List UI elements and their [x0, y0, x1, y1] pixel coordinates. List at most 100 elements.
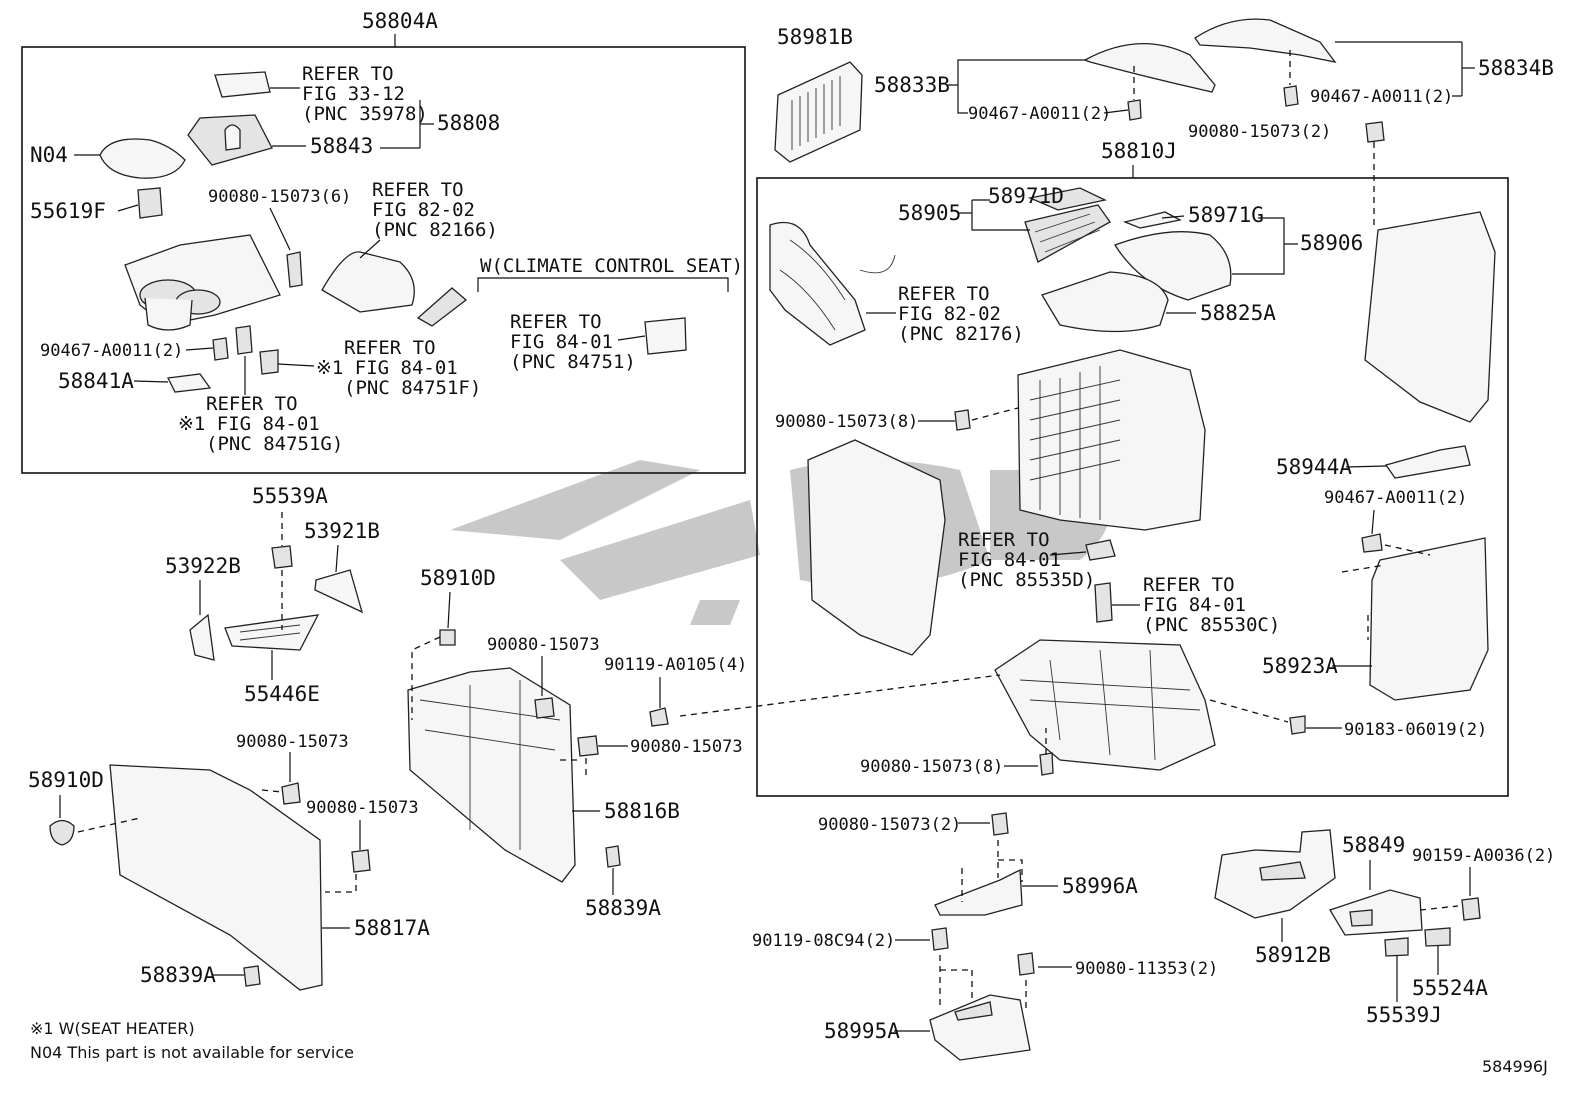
part-label-n04: N04 — [30, 143, 68, 167]
part-label-58841a: 58841A — [58, 369, 134, 393]
part-label-90467-right: 90467-A0011(2) — [1310, 87, 1453, 107]
part-label-90080-low1: 90080-15073 — [236, 732, 349, 752]
dash-58923a — [1341, 544, 1431, 640]
refer-84751f-line3: (PNC 84751F) — [344, 377, 481, 399]
leader-58971g — [1161, 215, 1185, 219]
refer-82176-line2: FIG 82-02 — [898, 303, 1001, 325]
leader-90467-mid — [1371, 509, 1375, 535]
group-frame-58804a — [21, 46, 746, 474]
part-label-55524a: 55524A — [1412, 976, 1488, 1000]
part-drawings-58810j — [769, 187, 1232, 776]
part-label-90467-left: 90467-A0011(2) — [40, 341, 183, 361]
part-label-58981b: 58981B — [777, 25, 853, 49]
part-label-90119-08c94: 90119-08C94(2) — [752, 931, 895, 951]
part-label-90183: 90183-06019(2) — [1344, 720, 1487, 740]
leader-58906 — [1232, 217, 1298, 275]
part-label-53922b: 53922B — [165, 554, 241, 578]
part-label-90080-11353: 90080-11353(2) — [1075, 959, 1218, 979]
part-label-90119-a0105: 90119-A0105(4) — [604, 655, 747, 675]
part-label-55539j: 55539J — [1366, 1003, 1442, 1027]
part-label-90080-2-top: 90080-15073(2) — [1188, 122, 1331, 142]
refer-85535d-line3: (PNC 85535D) — [958, 569, 1095, 591]
part-label-58905: 58905 — [898, 201, 961, 225]
refer-85535d-line1: REFER TO — [958, 529, 1050, 551]
part-label-58906: 58906 — [1300, 231, 1363, 255]
part-label-58996a: 58996A — [1062, 874, 1138, 898]
refer-85530c-line1: REFER TO — [1143, 574, 1235, 596]
part-label-58849: 58849 — [1342, 833, 1405, 857]
refer-35978-line1: REFER TO — [302, 63, 394, 85]
part-label-55619f: 55619F — [30, 199, 106, 223]
part-label-90080-mid2: 90080-15073 — [630, 737, 743, 757]
part-label-90080-low2: 90080-15073 — [306, 798, 419, 818]
refer-35978-line3: (PNC 35978) — [302, 103, 428, 125]
dash-58995a — [939, 955, 1027, 1010]
part-label-58839a-left: 58839A — [140, 963, 216, 987]
leader-90467-top — [1103, 109, 1129, 114]
leader-58841a — [133, 380, 169, 383]
refer-84751g-line2: ※1 FIG 84-01 — [178, 413, 320, 435]
refer-84751g-line1: REFER TO — [206, 393, 298, 415]
climate-bracket — [477, 277, 729, 292]
dash-90080-low2 — [261, 789, 357, 893]
dash-58996a — [961, 840, 1023, 902]
part-drawings-top-right — [774, 18, 1496, 735]
refer-82166-line3: (PNC 82166) — [372, 219, 498, 241]
refer-82166-line1: REFER TO — [372, 179, 464, 201]
leader-84751 — [617, 335, 646, 341]
part-label-58808: 58808 — [437, 111, 500, 135]
part-label-58839a-mid: 58839A — [585, 896, 661, 920]
part-label-58923a: 58923A — [1262, 654, 1338, 678]
leader-90467-left — [185, 347, 214, 351]
leader-58834b — [1335, 41, 1475, 97]
refer-85530c-line3: (PNC 85530C) — [1143, 614, 1280, 636]
part-label-55539a: 55539A — [252, 484, 328, 508]
part-label-58834b: 58834B — [1478, 56, 1554, 80]
leader-55619f — [117, 204, 139, 212]
refer-84751f-line1: REFER TO — [344, 337, 436, 359]
refer-84751-line3: (PNC 84751) — [510, 351, 636, 373]
refer-84751g-line3: (PNC 84751G) — [206, 433, 343, 455]
part-label-58944a: 58944A — [1276, 455, 1352, 479]
dash-90183 — [1209, 699, 1289, 723]
part-label-55446e: 55446E — [244, 682, 320, 706]
dash-90119-a0105 — [679, 674, 1001, 717]
part-drawings-bottom-right — [929, 812, 1481, 1061]
refer-84751-line1: REFER TO — [510, 311, 602, 333]
part-label-90080-8-b: 90080-15073(8) — [860, 757, 1003, 777]
part-label-90467-mid: 90467-A0011(2) — [1324, 488, 1467, 508]
refer-85530c-line2: FIG 84-01 — [1143, 594, 1246, 616]
refer-84751f-line2: ※1 FIG 84-01 — [316, 357, 458, 379]
part-label-58825a: 58825A — [1200, 301, 1276, 325]
part-label-58971d: 58971D — [988, 184, 1064, 208]
part-label-90080-2-low: 90080-15073(2) — [818, 815, 961, 835]
part-label-58843: 58843 — [310, 134, 373, 158]
leader-53921b — [335, 544, 339, 573]
group-label-58804a: 58804A — [362, 9, 438, 33]
dash-90080-8-a — [971, 407, 1019, 421]
part-label-58833b: 58833B — [874, 73, 950, 97]
part-label-58971g: 58971G — [1188, 203, 1264, 227]
dash-90080-mid2 — [560, 758, 587, 775]
climate-seat-condition: W(CLIMATE CONTROL SEAT) — [480, 255, 743, 277]
refer-85535d-line2: FIG 84-01 — [958, 549, 1061, 571]
footnote-seat-heater: ※1 W(SEAT HEATER) — [30, 1019, 195, 1038]
part-label-58910d-left: 58910D — [28, 768, 104, 792]
refer-82176-line1: REFER TO — [898, 283, 990, 305]
leader-85535d — [1049, 551, 1087, 556]
part-drawings-center — [49, 545, 669, 991]
group-label-58810j: 58810J — [1101, 139, 1177, 163]
part-label-58912b: 58912B — [1255, 943, 1331, 967]
part-label-90080-6: 90080-15073(6) — [208, 187, 351, 207]
leader-84751f — [277, 363, 315, 367]
part-label-53921b: 53921B — [304, 519, 380, 543]
part-label-58817a: 58817A — [354, 916, 430, 940]
leader-82166 — [359, 239, 381, 259]
dash-90159 — [1419, 905, 1459, 911]
leader-90080-6 — [269, 207, 291, 251]
part-label-90159: 90159-A0036(2) — [1412, 846, 1555, 866]
part-label-90080-mid1: 90080-15073 — [487, 635, 600, 655]
diagram-id: 584996J — [1482, 1057, 1548, 1076]
dash-58910d-mid — [411, 636, 441, 720]
